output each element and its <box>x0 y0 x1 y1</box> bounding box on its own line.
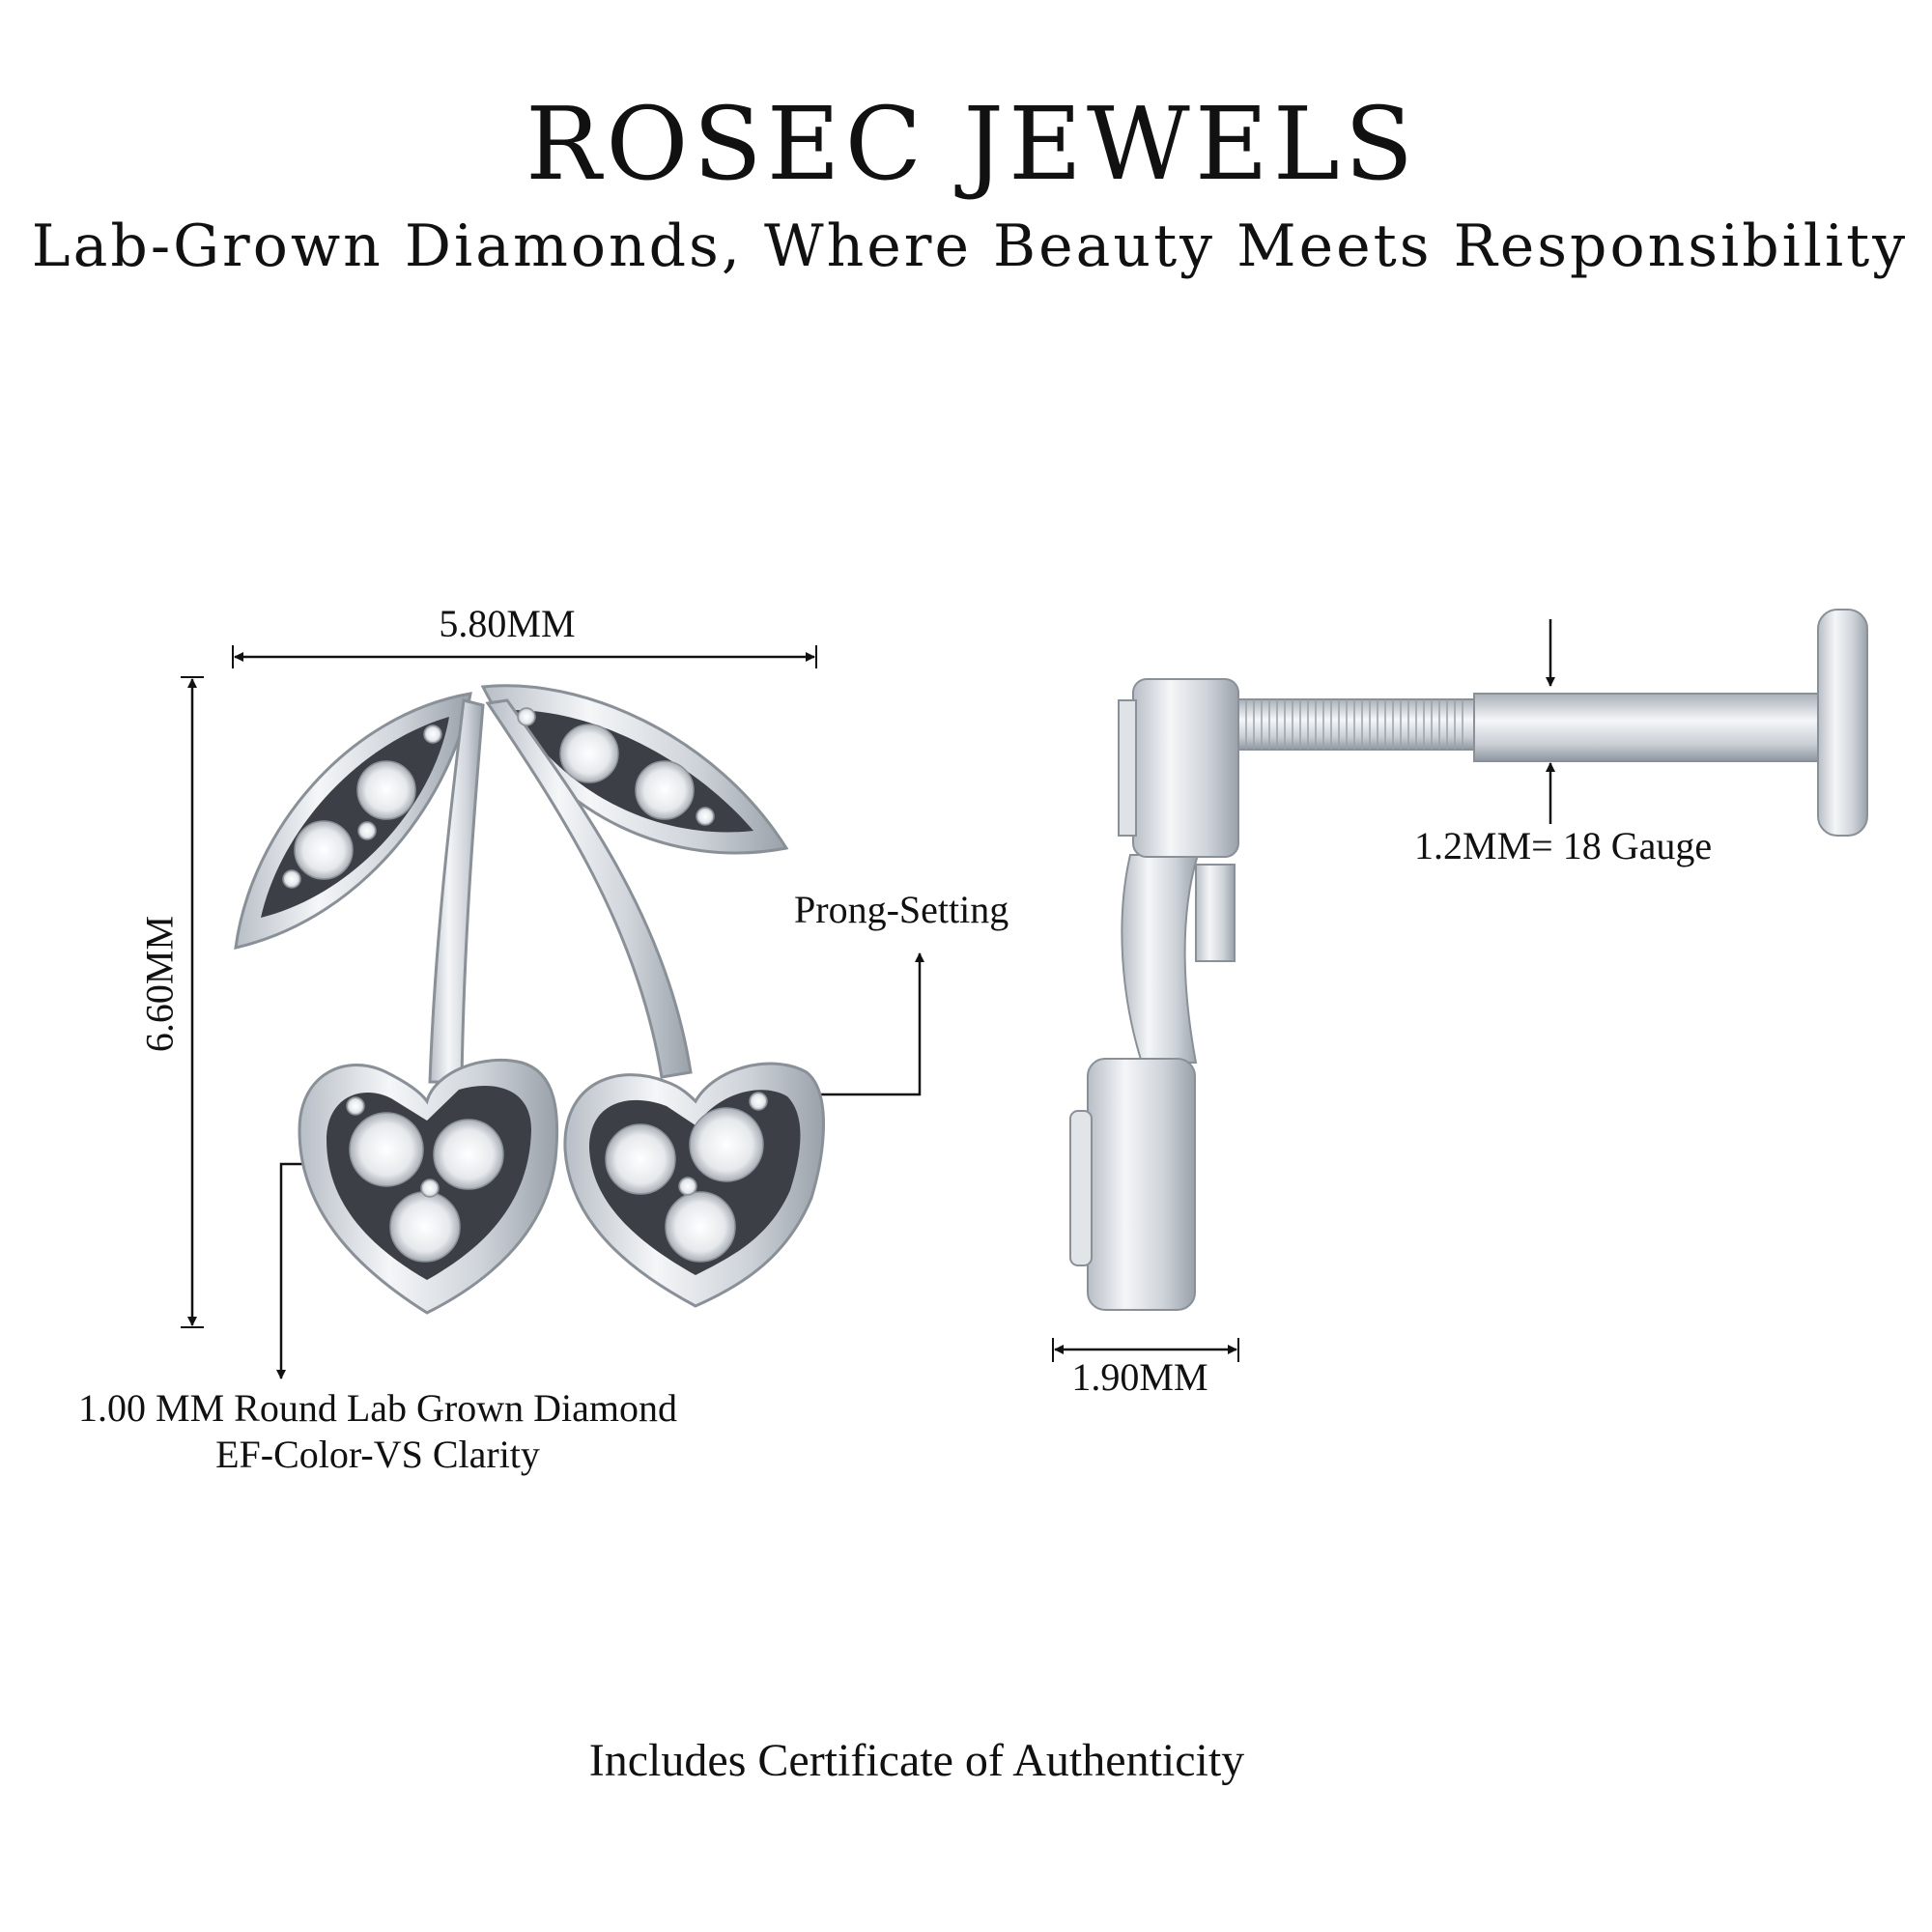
height-dimension-arrow <box>181 676 204 1328</box>
width-dimension-arrow <box>232 645 817 668</box>
labret-shaft <box>1473 693 1833 762</box>
brand-title: ROSEC JEWELS <box>525 85 1419 203</box>
prong-setting-label: Prong-Setting <box>794 888 1009 931</box>
side-bottom-bezel <box>1087 1058 1196 1311</box>
right-stem <box>485 698 693 1079</box>
side-top-bezel <box>1132 678 1239 858</box>
diamond-spec-label: 1.00 MM Round Lab Grown Diamond <box>78 1386 677 1430</box>
width-label: 5.80MM <box>439 602 576 645</box>
brand-tagline: Lab-Grown Diamonds, Where Beauty Meets R… <box>31 213 1909 280</box>
gauge-label: 1.2MM= 18 Gauge <box>1414 824 1713 867</box>
certificate-note: Includes Certificate of Authenticity <box>588 1735 1245 1786</box>
labret-disc <box>1817 609 1868 837</box>
depth-label: 1.90MM <box>1071 1355 1208 1399</box>
side-arm <box>1121 854 1200 1064</box>
cherry-earring-front-view <box>234 684 825 1315</box>
diamond-quality-label: EF-Color-VS Clarity <box>215 1433 540 1476</box>
earring-side-view <box>1069 609 1868 1311</box>
height-label: 6.60MM <box>137 915 182 1053</box>
depth-dimension-arrow <box>1052 1338 1239 1362</box>
diamonds <box>282 707 768 1263</box>
